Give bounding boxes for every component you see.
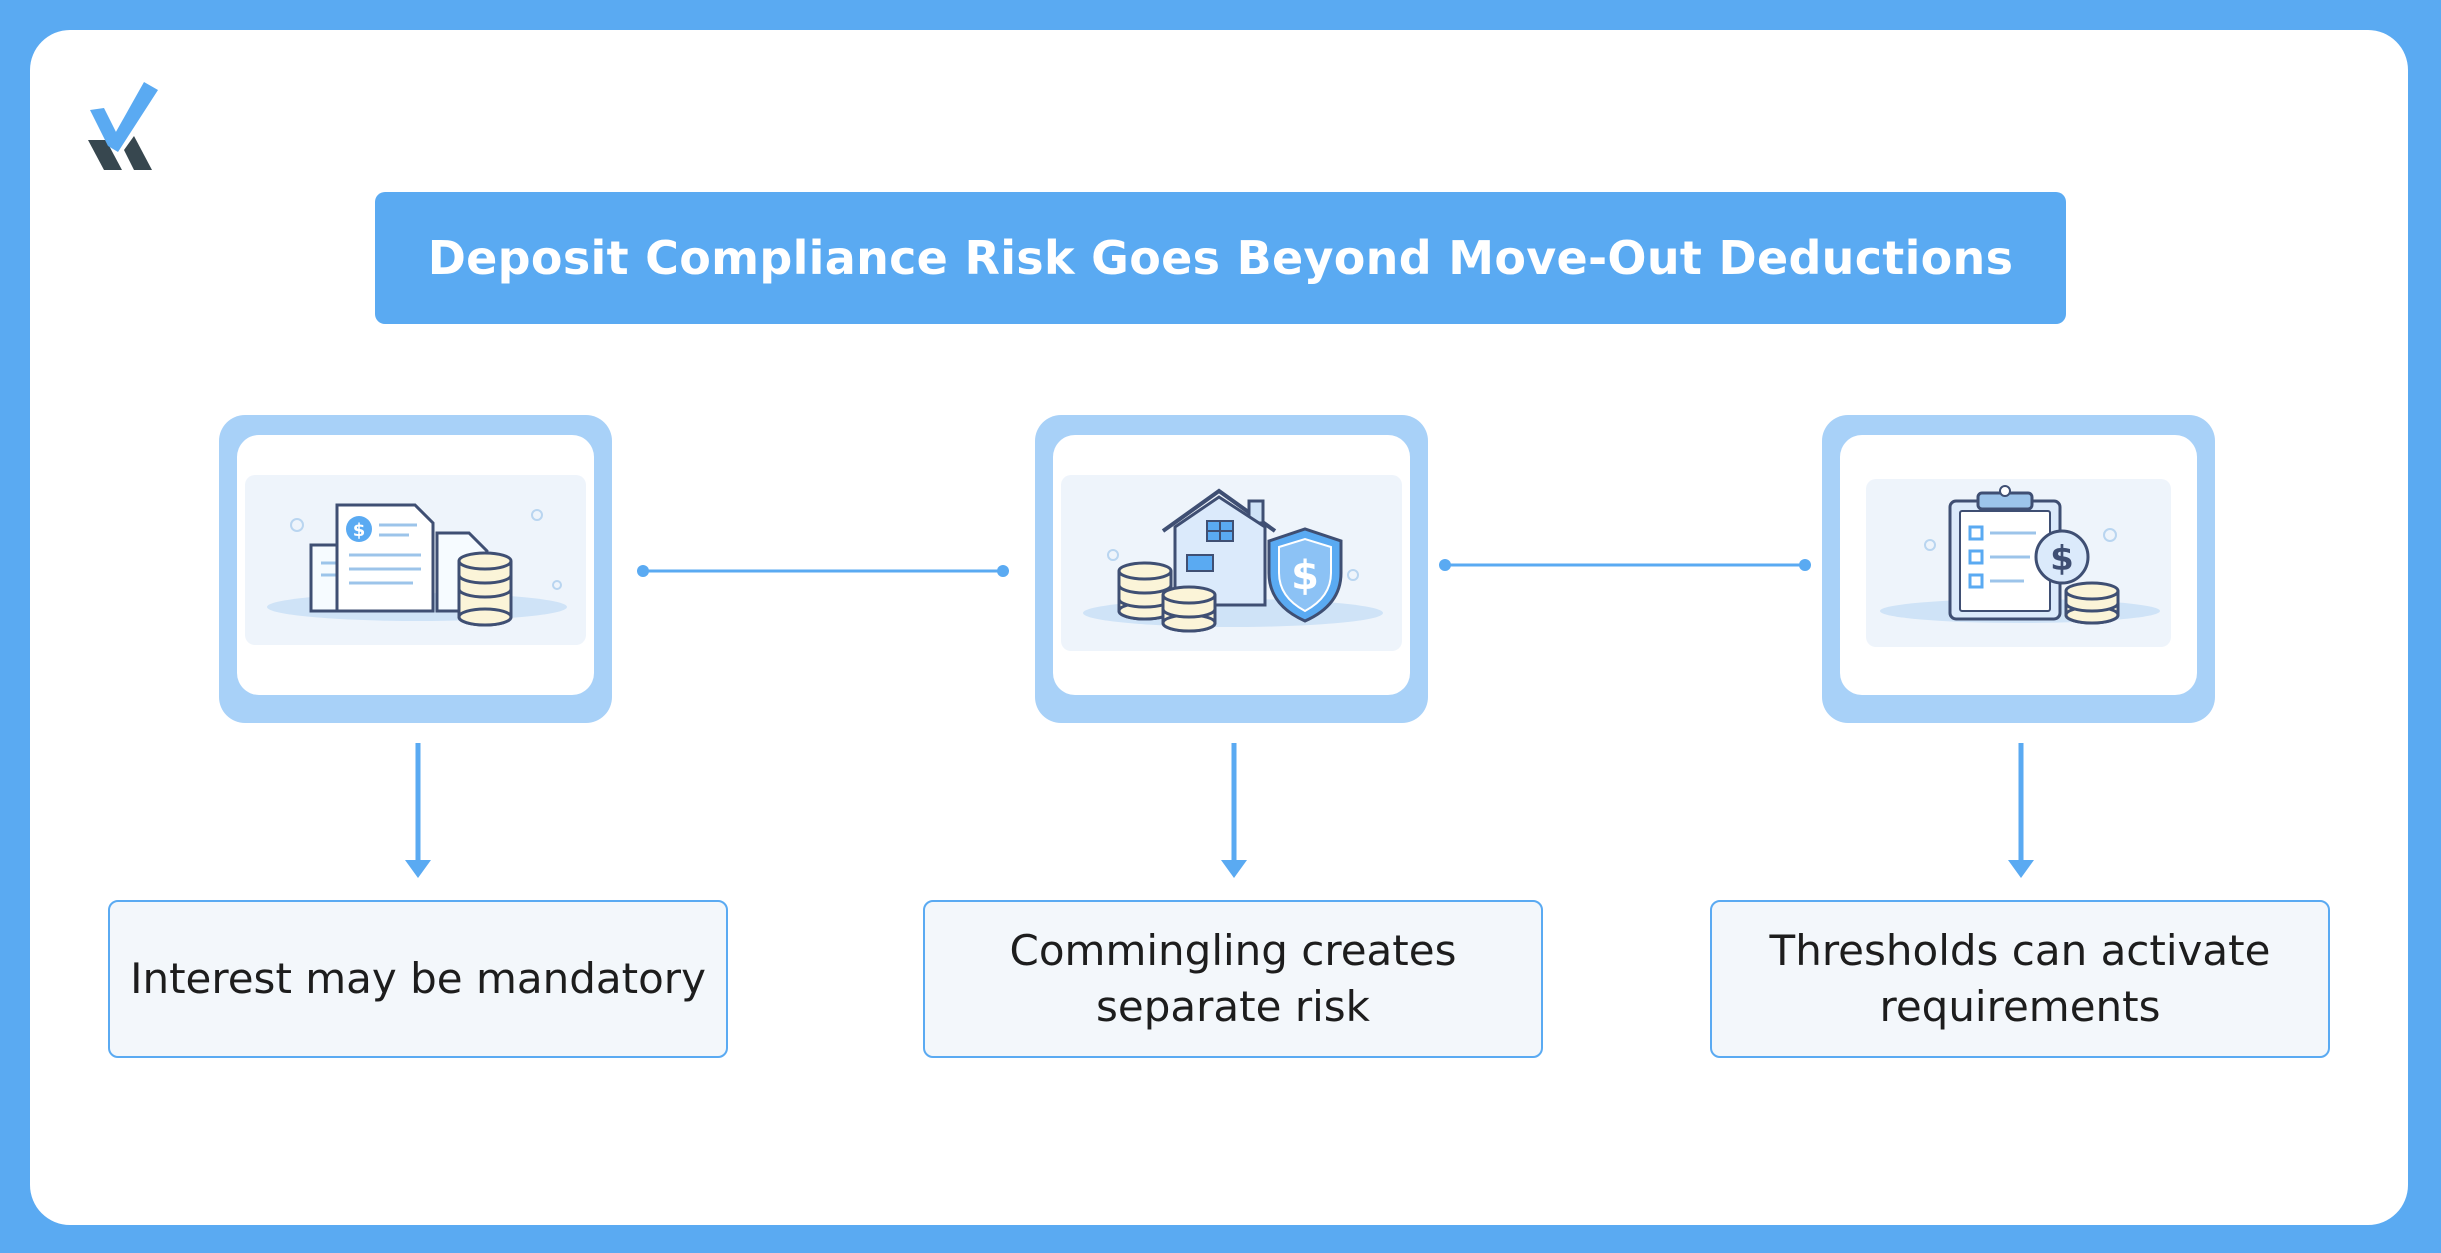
step-2-label-box: Commingling creates separate risk xyxy=(923,900,1543,1058)
svg-text:$: $ xyxy=(353,520,366,541)
step-2-label: Commingling creates separate risk xyxy=(1009,926,1457,1031)
step-3-label: Thresholds can activate requirements xyxy=(1769,926,2271,1031)
brand-logo-icon xyxy=(88,82,158,170)
house-shield-coins-icon: $ xyxy=(1061,475,1402,651)
step-1-illustration: $ xyxy=(237,435,594,695)
documents-coins-icon: $ xyxy=(245,475,586,645)
clipboard-checklist-coins-icon: $ xyxy=(1866,479,2171,647)
step-1-illustration-frame: $ xyxy=(219,415,612,723)
step-3-illustration-frame: $ xyxy=(1822,415,2215,723)
title-banner: Deposit Compliance Risk Goes Beyond Move… xyxy=(375,192,2066,324)
svg-text:$: $ xyxy=(2050,539,2074,579)
page-title: Deposit Compliance Risk Goes Beyond Move… xyxy=(427,231,2014,285)
svg-text:$: $ xyxy=(1291,553,1319,599)
step-2-illustration: $ xyxy=(1053,435,1410,695)
step-2-illustration-frame: $ xyxy=(1035,415,1428,723)
step-3-label-box: Thresholds can activate requirements xyxy=(1710,900,2330,1058)
step-1-label: Interest may be mandatory xyxy=(130,954,706,1003)
step-3-illustration: $ xyxy=(1840,435,2197,695)
step-1-label-box: Interest may be mandatory xyxy=(108,900,728,1058)
